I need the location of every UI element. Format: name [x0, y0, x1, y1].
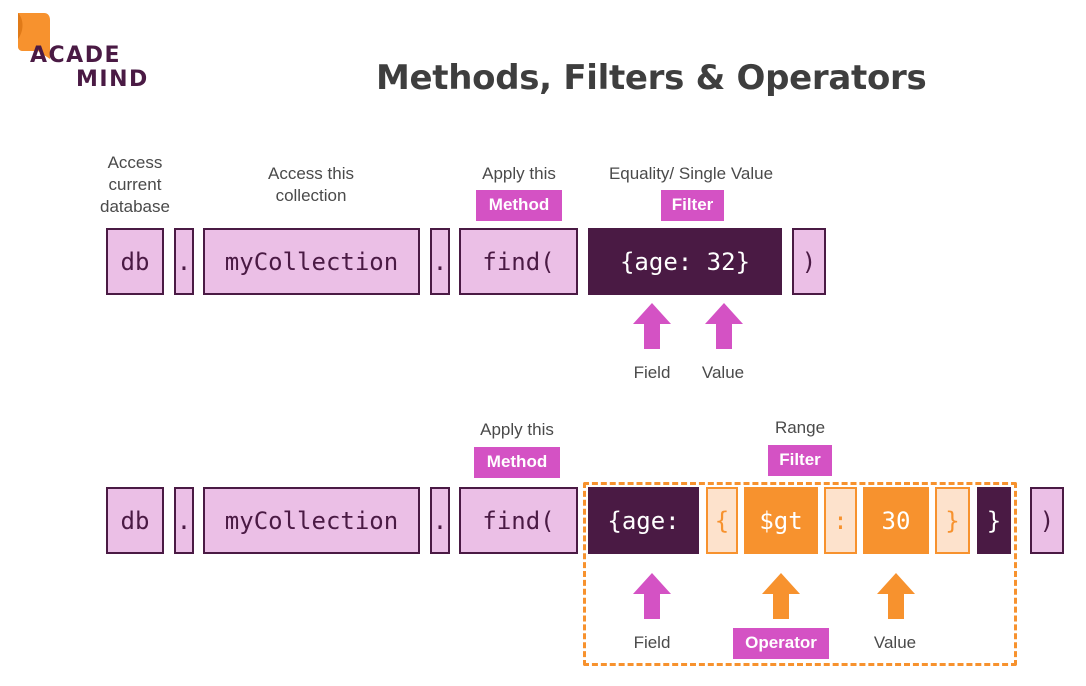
colon-box: : [824, 487, 857, 554]
field-arrow-icon [633, 573, 671, 619]
dot-box: . [174, 228, 194, 295]
label-apply-method: Apply this [480, 420, 554, 439]
value-arrow-icon [705, 303, 743, 349]
page-title: Methods, Filters & Operators [376, 58, 927, 98]
field-label: Field [633, 633, 671, 652]
outer-brace-close-box: } [977, 487, 1011, 554]
value-label: Value [701, 363, 745, 382]
brace-open-box: { [706, 487, 738, 554]
dot-box: . [430, 228, 450, 295]
operator-tag: Operator [733, 628, 829, 659]
brace-close-box: } [935, 487, 970, 554]
method-tag: Method [476, 190, 562, 221]
operator-arrow-icon [762, 573, 800, 619]
db-box: db [106, 228, 164, 295]
filter-tag: Filter [768, 445, 832, 476]
label-access-database: Access current database [100, 153, 170, 216]
equality-filter-box: {age: 32} [588, 228, 782, 295]
operator-box: $gt [744, 487, 818, 554]
label-access-collection: Access this collection [268, 164, 354, 205]
field-label: Field [633, 363, 671, 382]
range-filter-outline [583, 482, 1017, 666]
close-paren-box: ) [792, 228, 826, 295]
academind-logo-icon [18, 13, 50, 59]
logo-text-line2: MIND [76, 67, 149, 92]
value-label: Value [873, 633, 917, 652]
dot-box: . [430, 487, 450, 554]
field-box: {age: [588, 487, 699, 554]
field-arrow-icon [633, 303, 671, 349]
label-apply-method: Apply this [482, 164, 556, 183]
collection-box: myCollection [203, 487, 420, 554]
method-tag: Method [474, 447, 560, 478]
label-range-filter: Range [774, 418, 826, 437]
find-method-box: find( [459, 487, 578, 554]
logo-text-line1: ACADE [30, 43, 121, 68]
collection-box: myCollection [203, 228, 420, 295]
dot-box: . [174, 487, 194, 554]
db-box: db [106, 487, 164, 554]
filter-tag: Filter [661, 190, 724, 221]
value-box: 30 [863, 487, 929, 554]
close-paren-box: ) [1030, 487, 1064, 554]
value-arrow-icon [877, 573, 915, 619]
label-equality-filter: Equality/ Single Value [608, 164, 774, 183]
find-method-box: find( [459, 228, 578, 295]
